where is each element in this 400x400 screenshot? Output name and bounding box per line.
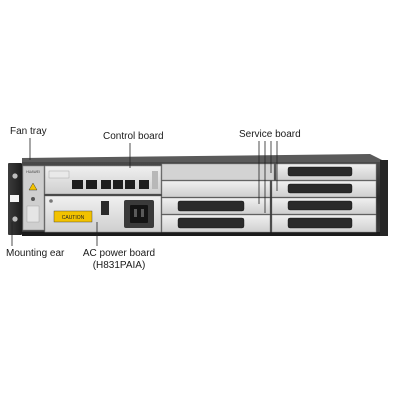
control-board [44,165,162,195]
service-board-2-left [161,180,271,198]
chassis-bottom [22,232,386,236]
connector [287,183,353,194]
label-ac-power-board-line1: AC power board [82,248,156,259]
leader-lines [11,138,278,246]
power-switch [101,201,109,215]
connector [177,217,245,229]
ac-power-board: CAUTION [44,195,162,233]
service-board-connectors [177,166,353,229]
control-board-ports [72,180,149,189]
label-ac-power-board-line2: (H831PAIA) [92,260,146,271]
caution-text: CAUTION [62,215,85,221]
mounting-ear [8,163,22,235]
brand-text: HUAWEI [26,170,40,174]
connector [287,166,353,177]
label-service-board: Service board [239,129,301,140]
connector [177,200,245,212]
connector [287,200,353,211]
caution-label [53,210,93,223]
fan-tray-warning-icon [28,182,38,191]
mounting-ear-hole-top [12,173,18,179]
label-ac-power-board: AC power board (H831PAIA) [78,248,160,272]
label-mounting-ear: Mounting ear [6,248,65,259]
label-control-board: Control board [103,131,164,142]
connector [287,217,353,229]
fan-tray [22,165,45,231]
right-mounting-ear [380,160,388,236]
mounting-ear-hole-bottom [12,216,18,222]
label-fan-tray: Fan tray [10,126,47,137]
